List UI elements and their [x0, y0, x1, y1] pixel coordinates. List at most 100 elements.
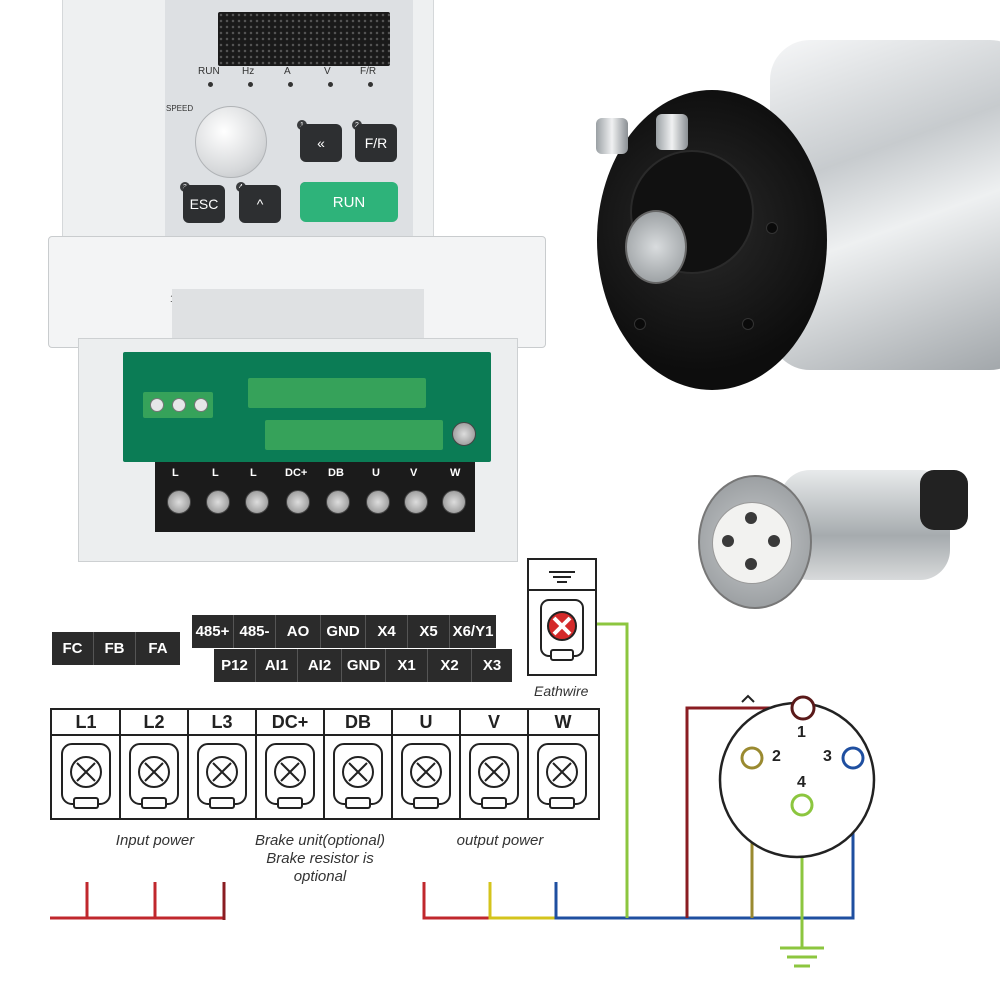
terminal-gnd-1: GND — [321, 615, 366, 648]
power-screw — [167, 490, 191, 514]
strip-label-l3: L — [250, 467, 257, 479]
terminal-ai1: AI1 — [256, 649, 298, 682]
wire-u-red — [422, 882, 490, 920]
pin-label-1: 1 — [797, 724, 806, 741]
pin-label-4: 4 — [797, 774, 806, 791]
screw-symbol-dcplus — [265, 743, 315, 809]
earth-terminal-box — [527, 558, 597, 676]
strip-label-u: U — [372, 467, 380, 479]
up-key[interactable]: ^ — [239, 185, 281, 223]
power-screw — [206, 490, 230, 514]
terminal-p12: P12 — [214, 649, 256, 682]
earth-terminal-graphic — [529, 571, 595, 661]
terminal-ao: AO — [276, 615, 321, 648]
brake-line-3: optional — [293, 868, 347, 885]
terminal-label-l3: L3 — [188, 710, 256, 736]
label-brake-unit: Brake unit(optional) Brake resistor is o… — [240, 832, 400, 886]
terminal-x3: X3 — [472, 649, 512, 682]
input-power-wires — [50, 882, 224, 920]
screw-symbol-db — [333, 743, 383, 809]
wire-w-blue — [554, 760, 855, 920]
screw-symbol-v — [469, 743, 519, 809]
coolant-fitting — [656, 114, 688, 150]
pin-3-circle — [841, 746, 865, 770]
indicator-run: RUN — [198, 66, 220, 77]
label-input-power: Input power — [115, 832, 195, 849]
indicator-v: V — [324, 66, 331, 77]
cap-bolt — [742, 318, 754, 330]
terminal-fa: FA — [136, 632, 180, 665]
control-terminal-block-lower — [265, 420, 443, 450]
earth-caption: Eathwire — [534, 683, 589, 699]
screw-symbol-u — [401, 743, 451, 809]
vfd-display — [218, 12, 390, 66]
terminal-label-w: W — [528, 710, 598, 736]
esc-key[interactable]: ESC — [183, 185, 225, 223]
terminal-label-l1: L1 — [52, 710, 120, 736]
terminal-x2: X2 — [428, 649, 472, 682]
pin-2-circle — [740, 746, 764, 770]
cover-slot — [172, 289, 424, 343]
terminal-485n: 485- — [234, 615, 276, 648]
power-screw — [442, 490, 466, 514]
terminal-label-dcplus: DC+ — [256, 710, 324, 736]
power-screw — [326, 490, 350, 514]
terminal-label-u: U — [392, 710, 460, 736]
terminal-x6y1: X6/Y1 — [450, 615, 496, 648]
fr-key[interactable]: F/R — [355, 124, 397, 162]
brake-line-1: Brake unit(optional) — [254, 832, 386, 849]
led-a — [288, 82, 293, 87]
indicator-a: A — [284, 66, 291, 77]
cap-bolt — [634, 318, 646, 330]
pin-hole — [768, 535, 780, 547]
power-screw — [404, 490, 428, 514]
terminal-x1: X1 — [386, 649, 428, 682]
ground-screw — [452, 422, 476, 446]
pin-1-circle — [790, 695, 816, 721]
indicator-fr: F/R — [360, 66, 377, 77]
wire-earth-green — [597, 622, 629, 918]
led-hz — [248, 82, 253, 87]
terminal-x5: X5 — [408, 615, 450, 648]
led-v — [328, 82, 333, 87]
coolant-fitting — [596, 118, 628, 154]
strip-label-w: W — [450, 467, 461, 479]
terminal-screw — [172, 398, 186, 412]
terminal-screw — [194, 398, 208, 412]
terminal-fc: FC — [52, 632, 94, 665]
power-screw — [286, 490, 310, 514]
power-screw — [245, 490, 269, 514]
wire-v-yellow — [488, 882, 556, 920]
terminal-485p: 485+ — [192, 615, 234, 648]
terminal-x4: X4 — [366, 615, 408, 648]
led-fr — [368, 82, 373, 87]
terminal-gnd-2: GND — [342, 649, 386, 682]
brake-line-2: Brake resistor is — [266, 850, 374, 867]
led-run — [208, 82, 213, 87]
terminal-label-l2: L2 — [120, 710, 188, 736]
run-key[interactable]: RUN — [300, 182, 398, 222]
pin-hole — [722, 535, 734, 547]
jog-key[interactable]: « — [300, 124, 342, 162]
screw-symbol-l2 — [129, 743, 179, 809]
screw-symbol-w — [537, 743, 587, 809]
screw-symbol-l1 — [61, 743, 111, 809]
pin-label-2: 2 — [772, 748, 781, 765]
wire-pin1-red — [685, 706, 796, 918]
plug-cable-tail — [920, 470, 968, 530]
label-output-power: output power — [456, 832, 544, 849]
control-terminal-block-upper — [248, 378, 426, 408]
power-screw — [366, 490, 390, 514]
strip-label-dc: DC+ — [285, 467, 308, 479]
connector-key-notch — [741, 694, 755, 703]
pin-hole — [745, 512, 757, 524]
terminal-label-db: DB — [324, 710, 392, 736]
pin-4-circle — [790, 793, 814, 817]
screw-symbol-l3 — [197, 743, 247, 809]
indicator-hz: Hz — [242, 66, 255, 77]
strip-label-l2: L — [212, 467, 219, 479]
speed-knob[interactable] — [195, 106, 267, 178]
pin-hole — [745, 558, 757, 570]
speed-label: SPEED — [166, 104, 194, 113]
